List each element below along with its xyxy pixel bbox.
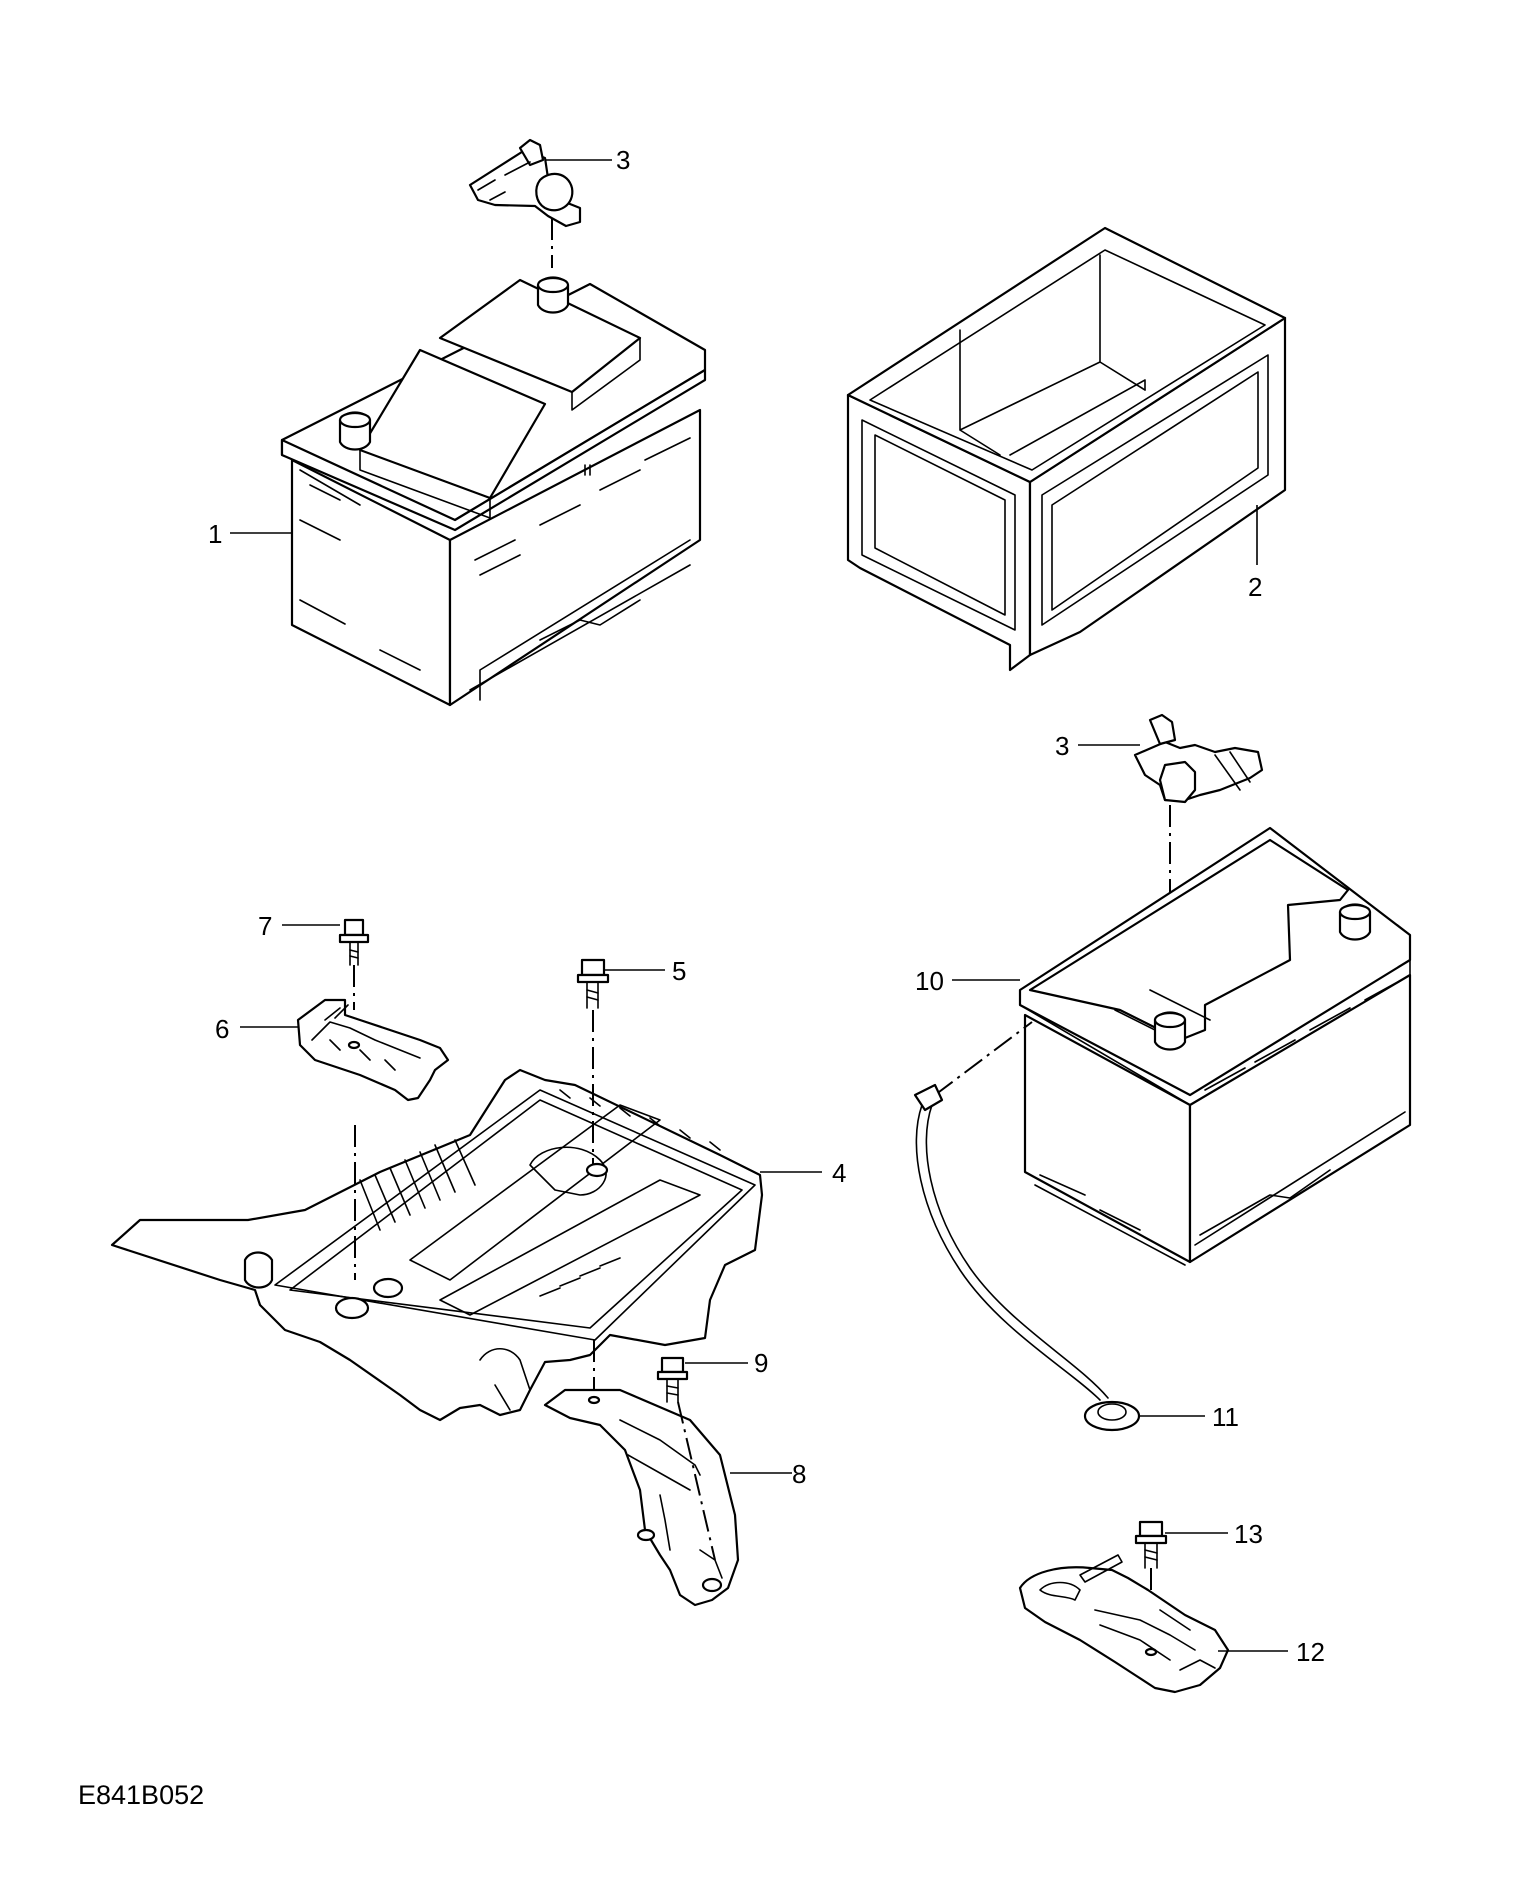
callout-11: 11: [1212, 1402, 1239, 1432]
battery-clamp: [296, 998, 450, 1102]
ground-cable-alignment-line: [934, 1021, 1033, 1096]
callout-10: 10: [915, 966, 944, 996]
battery-sensor-top: [468, 138, 582, 228]
battery-large: [280, 276, 707, 707]
callout-9: 9: [754, 1348, 768, 1378]
bolt-13: [1134, 1520, 1168, 1569]
battery-tray: [110, 1068, 764, 1422]
diagram-reference-code: E841B052: [78, 1780, 204, 1810]
callout-13: 13: [1234, 1519, 1263, 1549]
battery-small: [1018, 826, 1412, 1266]
battery-insulation-box: [846, 226, 1287, 672]
hold-down-plate: [1018, 1554, 1230, 1694]
bolt-9: [656, 1356, 689, 1403]
callout-1: 1: [208, 519, 222, 549]
callout-5: 5: [672, 956, 686, 986]
callout-6: 6: [215, 1014, 229, 1044]
bolt9-alignment-line: [677, 1401, 716, 1561]
callout-12: 12: [1296, 1637, 1325, 1667]
callout-2: 2: [1248, 572, 1262, 602]
callout-7: 7: [258, 911, 272, 941]
bolt-5: [576, 958, 610, 1009]
tray-support-bracket: [543, 1388, 740, 1607]
callout-8: 8: [792, 1459, 806, 1489]
battery-sensor-right: [1133, 713, 1264, 804]
callout-3-right: 3: [1055, 731, 1069, 761]
ground-cable: [913, 1083, 1141, 1432]
callout-3-top: 3: [616, 145, 630, 175]
bolt-7: [338, 918, 370, 966]
callout-4: 4: [832, 1158, 846, 1188]
